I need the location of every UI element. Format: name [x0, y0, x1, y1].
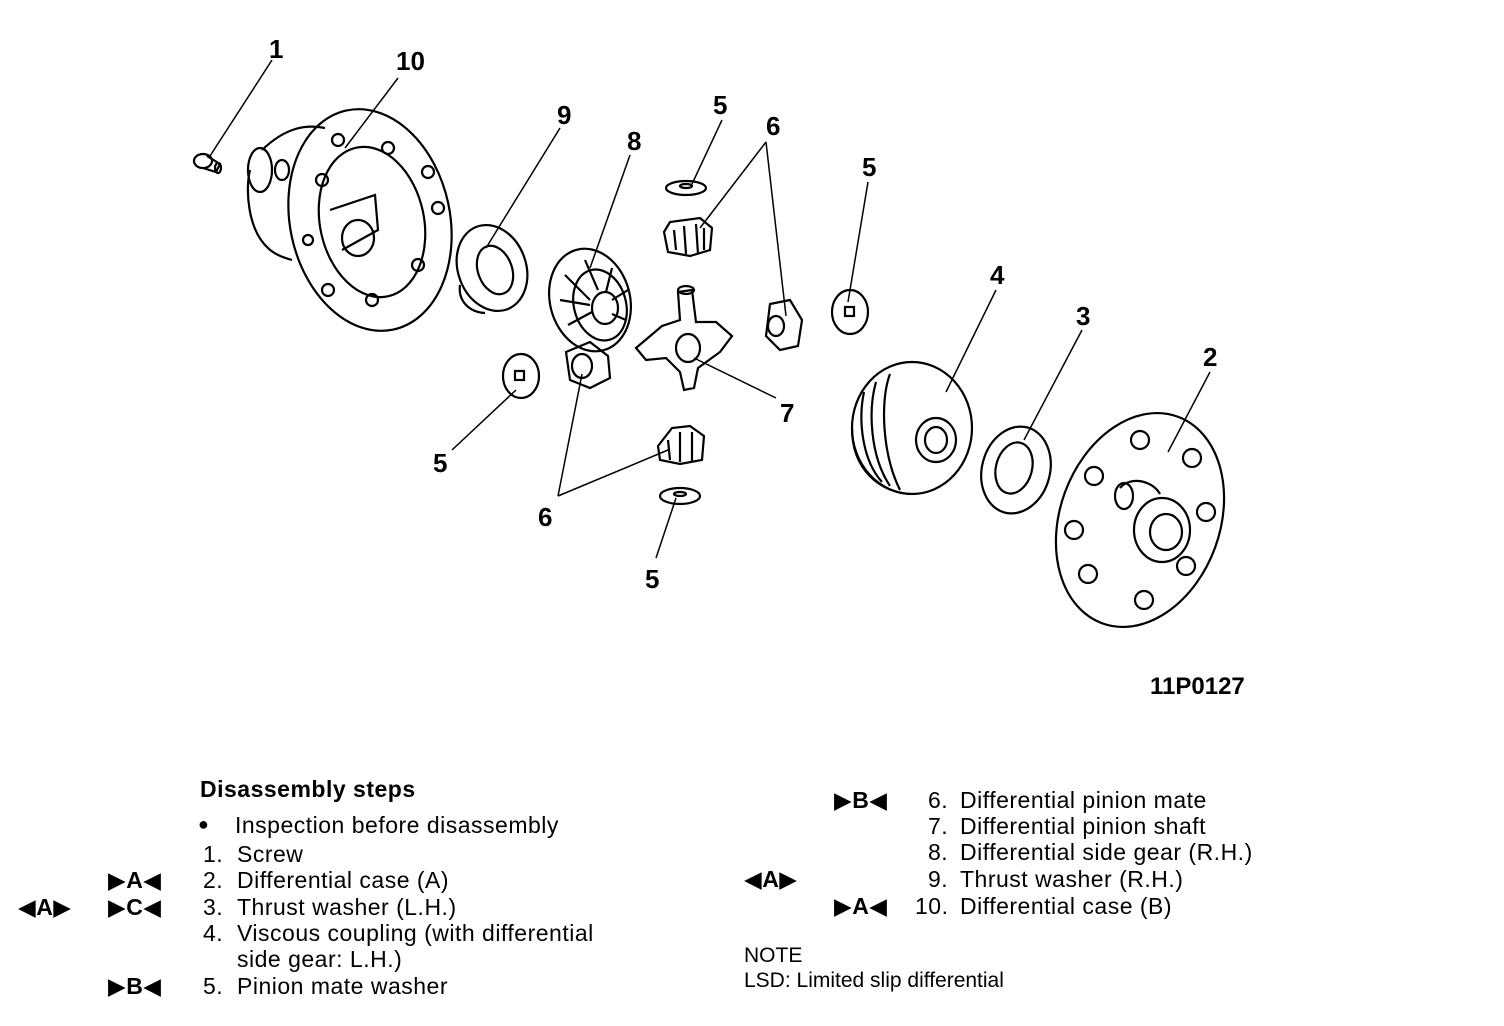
callout-5-top: 5: [713, 90, 727, 120]
step-6-number: 6.: [928, 787, 949, 813]
step-inspection: Inspection before disassembly: [235, 812, 559, 838]
part-pinion-mate-bottom: [656, 424, 706, 466]
part-differential-case-a: [246, 108, 453, 332]
figure-code: 11P0127: [1150, 673, 1245, 700]
step-7-text: Differential pinion shaft: [960, 813, 1207, 839]
note-text: LSD: Limited slip differential: [744, 969, 1004, 992]
part-pinion-mate-left: [564, 340, 612, 390]
part-pinion-mate-top: [662, 216, 714, 258]
callout-7: 7: [780, 398, 794, 428]
part-viscous-coupling: [850, 360, 974, 496]
step-10-number: 10.: [915, 893, 949, 919]
callout-2: 2: [1203, 342, 1217, 372]
callout-1: 1: [269, 34, 283, 64]
part-pinion-mate-washer-bottom: [658, 486, 702, 506]
part-pinion-mate-washer-right: [830, 288, 870, 336]
step-10-mark: ▶A◀: [834, 893, 888, 919]
step-2-mark: ▶A◀: [108, 867, 162, 893]
part-thrust-washer-lh: [980, 425, 1052, 515]
part-pinion-mate-right: [764, 298, 804, 352]
step-9-number: 9.: [928, 866, 949, 892]
part-pinion-mate-washer-left: [501, 352, 541, 400]
step-4-text: Viscous coupling (with differential: [237, 920, 594, 946]
callout-4: 4: [990, 260, 1005, 290]
part-side-gear-rh: [547, 247, 633, 353]
callout-5-left: 5: [433, 448, 447, 478]
step-3-mark: ▶C◀: [108, 894, 162, 920]
step-4-number: 4.: [203, 920, 224, 946]
callout-3: 3: [1076, 301, 1090, 331]
callout-8: 8: [627, 126, 641, 156]
callout-5-bottom: 5: [645, 564, 659, 594]
callout-5-right: 5: [862, 152, 876, 182]
step-1-number: 1.: [203, 841, 224, 867]
bullet: ●: [198, 814, 210, 834]
part-pinion-shaft: [634, 284, 734, 392]
step-8-text: Differential side gear (R.H.): [960, 839, 1253, 865]
step-5-text: Pinion mate washer: [237, 973, 448, 999]
step-9-outer-mark: ◀A▶: [744, 866, 798, 892]
step-9-text: Thrust washer (R.H.): [960, 866, 1184, 892]
steps-heading: Disassembly steps: [200, 776, 416, 802]
note-title: NOTE: [744, 944, 803, 967]
callout-6-top: 6: [766, 111, 780, 141]
leader-lines: [209, 59, 1211, 559]
step-3-text: Thrust washer (L.H.): [237, 894, 457, 920]
step-2-text: Differential case (A): [237, 867, 450, 893]
part-differential-case-b: [1054, 411, 1226, 629]
callout-9: 9: [557, 100, 571, 130]
step-1-text: Screw: [237, 841, 304, 867]
part-screw: [192, 152, 223, 175]
step-7-number: 7.: [928, 813, 949, 839]
part-pinion-mate-washer-top: [664, 179, 708, 197]
step-3-outer-mark: ◀A▶: [18, 894, 72, 920]
step-8-number: 8.: [928, 839, 949, 865]
step-5-mark: ▶B◀: [108, 973, 162, 999]
step-5-number: 5.: [203, 973, 224, 999]
callout-6-bottom: 6: [538, 502, 552, 532]
step-6-mark: ▶B◀: [834, 787, 888, 813]
step-4-text-cont: side gear: L.H.): [237, 946, 403, 972]
step-6-text: Differential pinion mate: [960, 787, 1207, 813]
step-10-text: Differential case (B): [960, 893, 1173, 919]
part-thrust-washer-rh: [455, 223, 529, 315]
callout-10: 10: [396, 46, 425, 76]
step-3-number: 3.: [203, 894, 224, 920]
step-2-number: 2.: [203, 867, 224, 893]
